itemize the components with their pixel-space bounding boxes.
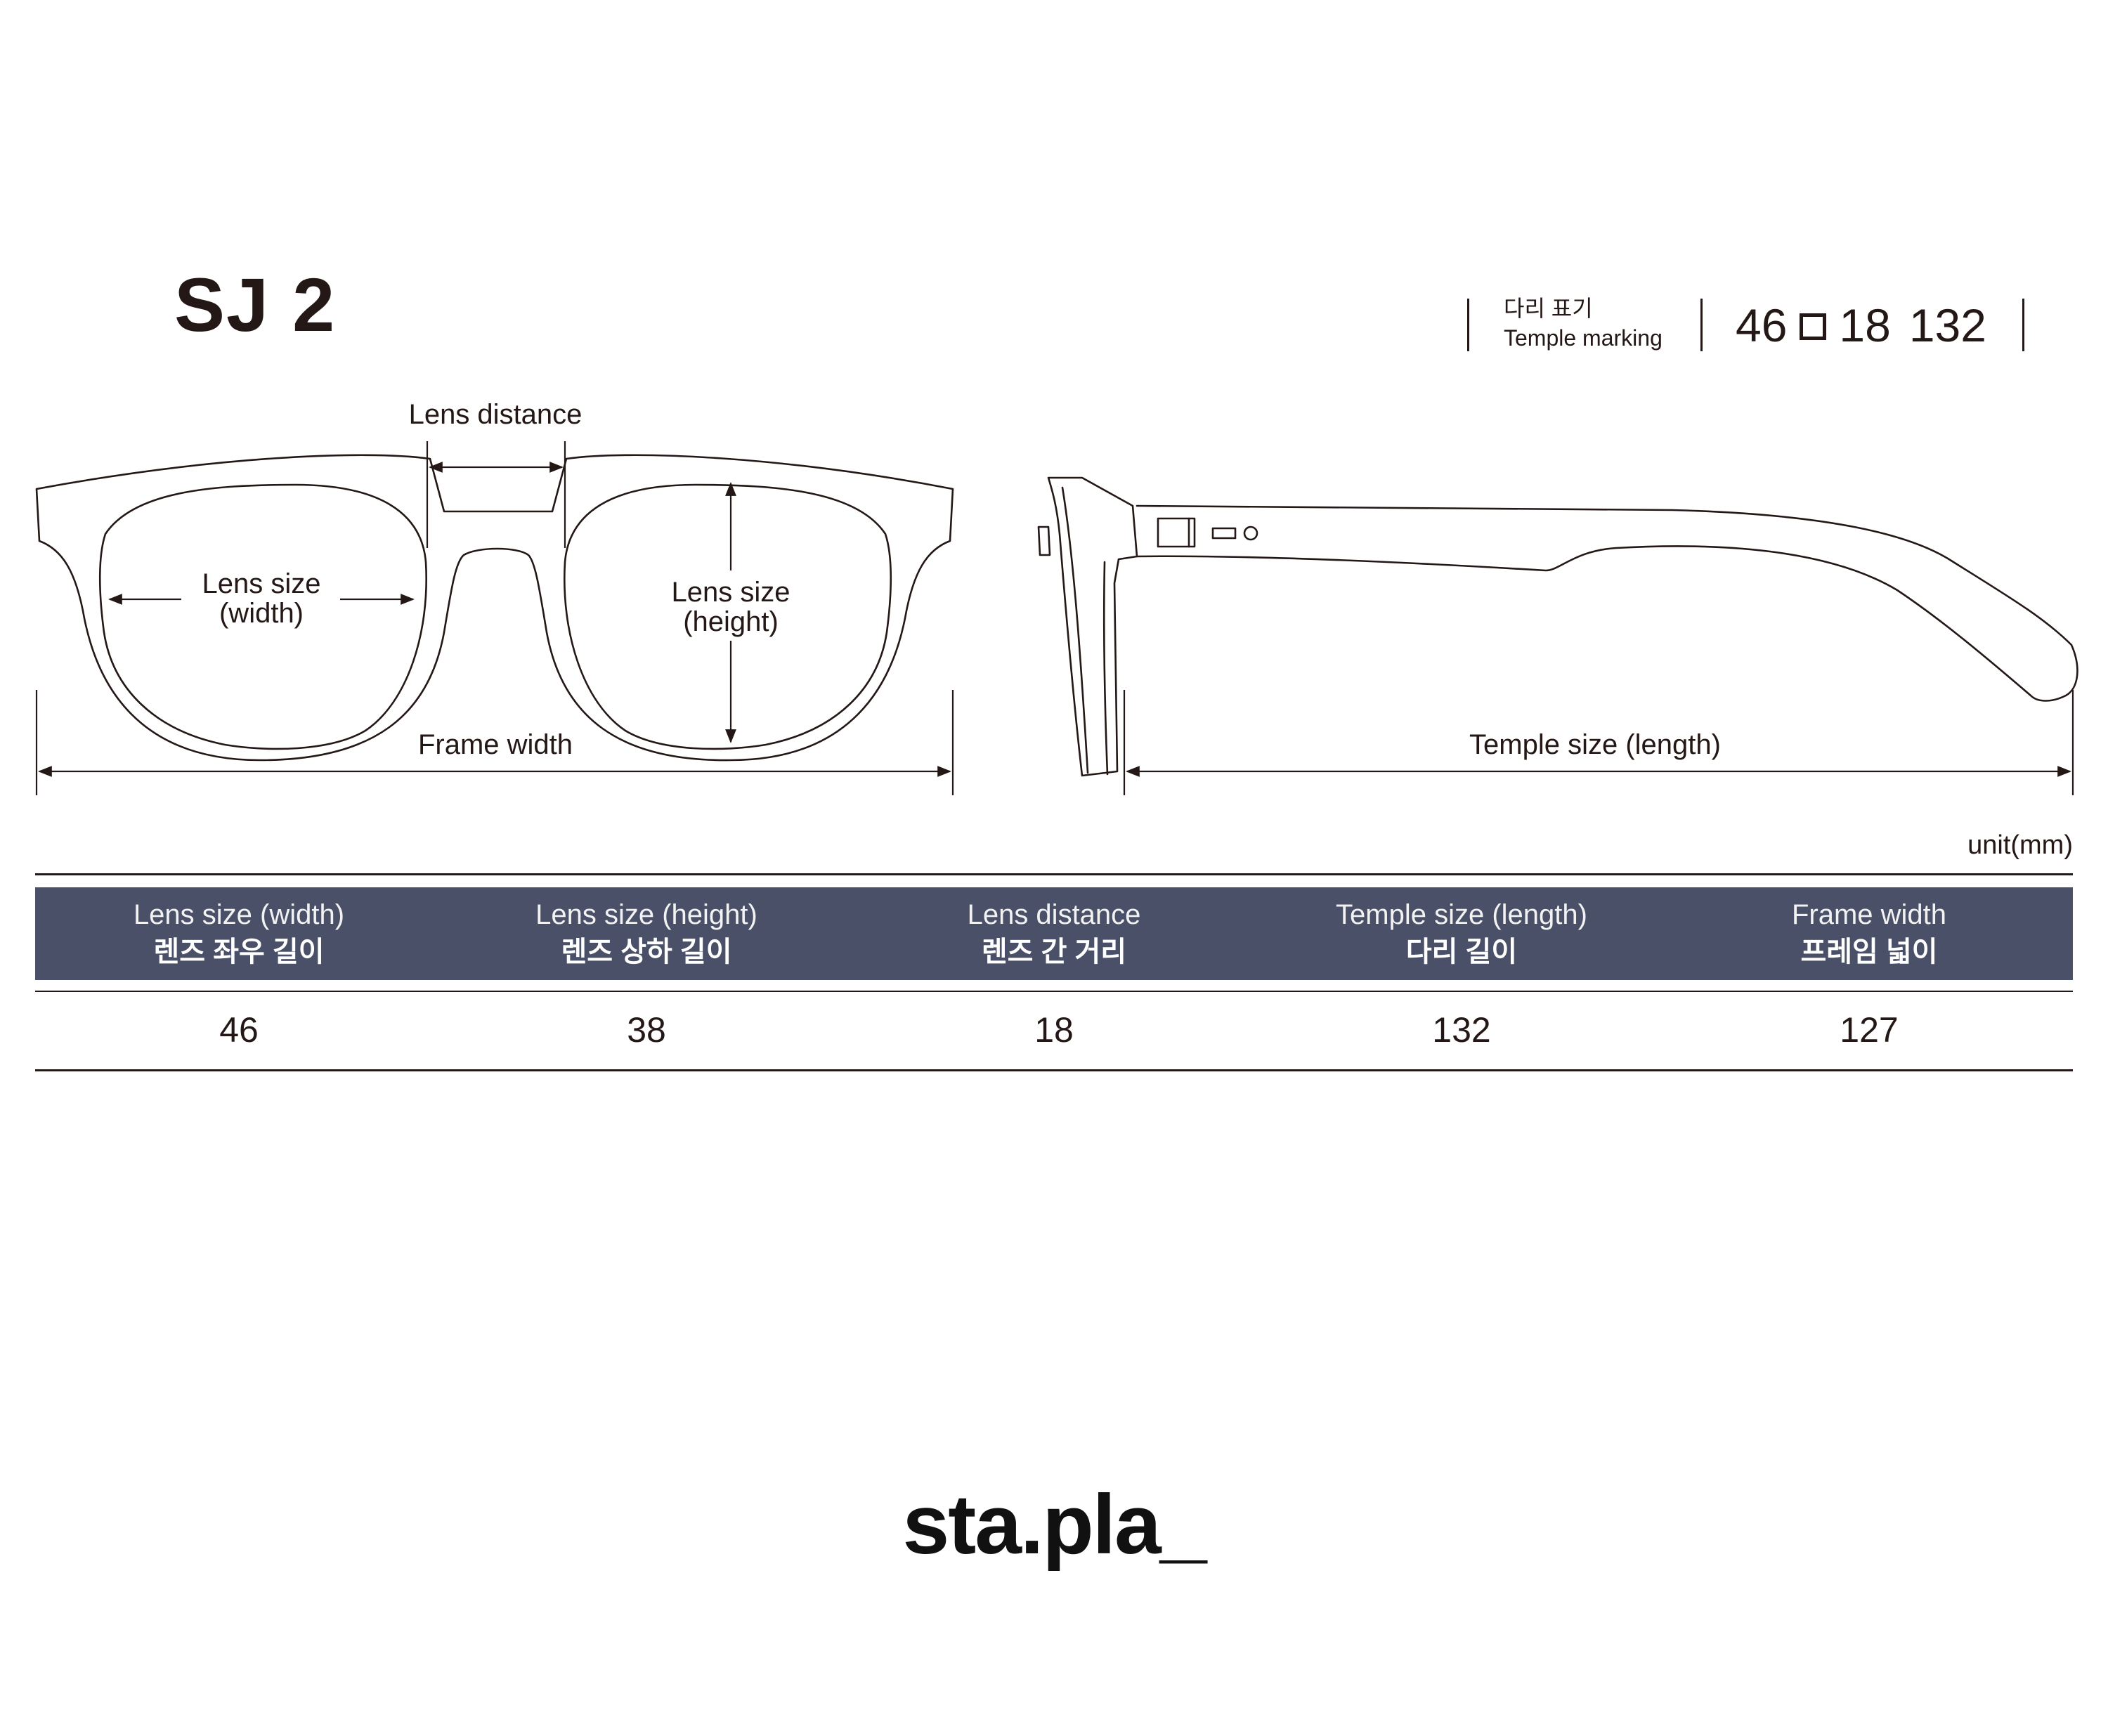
- front-frame-outline: [35, 454, 954, 762]
- side-front-outline: [1047, 476, 1138, 777]
- hinge-rect: [1157, 517, 1196, 548]
- table-bottom-rule: [35, 1069, 2073, 1071]
- right-lens-outline: [564, 483, 892, 750]
- temple-marking-label-en: Temple marking: [1504, 325, 1663, 351]
- glasses-diagram: [35, 441, 2078, 795]
- header-temple-size-ko: 다리 길이: [1405, 936, 1518, 967]
- marking-bridge-size: 18: [1839, 299, 1891, 351]
- table-row: 46 38 18 132 127: [35, 992, 2073, 1068]
- divider: [1467, 299, 1469, 351]
- value-lens-height: 38: [627, 1010, 666, 1050]
- header-lens-distance-en: Lens distance: [967, 899, 1141, 930]
- model-title: SJ 2: [174, 262, 337, 347]
- header-temple-size-en: Temple size (length): [1336, 899, 1587, 930]
- header-frame-width-ko: 프레임 넓이: [1800, 936, 1938, 967]
- label-lens-height-line1: Lens size: [671, 577, 790, 608]
- header-lens-height-ko: 렌즈 상하 길이: [561, 936, 732, 967]
- table-mid-rule: [35, 991, 2073, 992]
- label-lens-width-line1: Lens size: [202, 568, 321, 599]
- temple-marking-label: 다리 표기 Temple marking: [1504, 294, 1663, 353]
- header-lens-width-ko: 렌즈 좌우 길이: [153, 936, 325, 967]
- label-lens-width: Lens size (width): [184, 569, 339, 628]
- divider: [1700, 299, 1703, 351]
- label-lens-distance: Lens distance: [393, 399, 597, 430]
- header-lens-width: Lens size (width) 렌즈 좌우 길이: [35, 887, 443, 980]
- header-frame-width-en: Frame width: [1791, 899, 1947, 930]
- table-top-rule: [35, 873, 2073, 875]
- label-lens-height-line2: (height): [683, 606, 779, 637]
- value-lens-width: 46: [219, 1010, 259, 1050]
- value-frame-width: 127: [1840, 1010, 1899, 1050]
- header-lens-height-en: Lens size (height): [535, 899, 757, 930]
- header-lens-distance: Lens distance 렌즈 간 거리: [850, 887, 1258, 980]
- value-lens-distance: 18: [1034, 1010, 1074, 1050]
- brand-logo: sta.pla_: [902, 1477, 1207, 1572]
- label-lens-height: Lens size (height): [653, 577, 808, 637]
- square-icon: [1800, 313, 1827, 340]
- unit-label: unit(mm): [1967, 830, 2073, 860]
- hinge-screw: [1243, 526, 1258, 541]
- table-header: Lens size (width) 렌즈 좌우 길이 Lens size (he…: [35, 887, 2073, 980]
- temple-arm-outline: [1136, 504, 2078, 702]
- header-lens-width-en: Lens size (width): [133, 899, 345, 930]
- label-lens-width-line2: (width): [219, 598, 304, 629]
- header-temple-size: Temple size (length) 다리 길이: [1258, 887, 1665, 980]
- label-frame-width: Frame width: [393, 729, 597, 760]
- left-lens-outline: [98, 483, 427, 750]
- temple-marking-values: 46 18 132: [1736, 295, 1986, 355]
- marking-temple-size: 132: [1908, 299, 1986, 351]
- header-lens-distance-ko: 렌즈 간 거리: [981, 936, 1127, 967]
- label-temple-size: Temple size (length): [1447, 729, 1743, 760]
- header-frame-width: Frame width 프레임 넓이: [1665, 887, 2073, 980]
- value-temple-size: 132: [1432, 1010, 1491, 1050]
- hinge-slot: [1211, 527, 1237, 540]
- temple-marking-label-ko: 다리 표기: [1504, 296, 1593, 321]
- header-lens-height: Lens size (height) 렌즈 상하 길이: [443, 887, 850, 980]
- divider: [2022, 299, 2024, 351]
- marking-lens-size: 46: [1736, 299, 1788, 351]
